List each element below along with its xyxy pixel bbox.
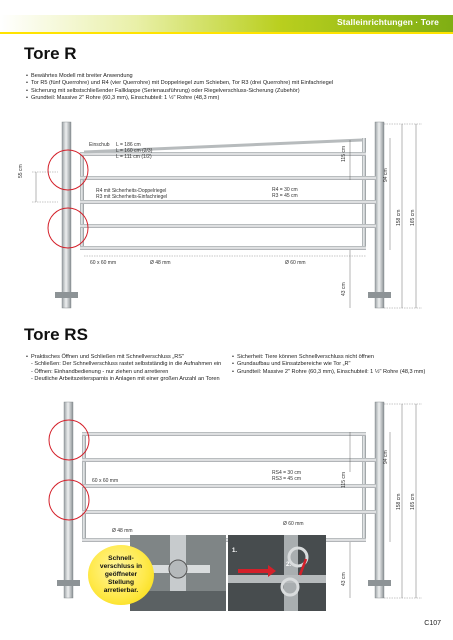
step-2-label: 2.: [286, 562, 292, 568]
bullet-item: •Grundteil: Massive 2" Rohre (60,3 mm), …: [26, 94, 220, 101]
dim-158: 158 cm: [396, 209, 402, 226]
bullet-item: •Sicherheit: Tiere können Schnellverschl…: [232, 354, 375, 360]
latch-photo-steps: [228, 535, 326, 611]
r-heights: R4 = 30 cm R3 = 45 cm: [272, 187, 298, 199]
pipe-60-label: Ø 60 mm: [285, 260, 306, 266]
page-number: C107: [424, 620, 441, 627]
dim-115: 115 cm: [341, 145, 347, 162]
step-1-label: 1.: [232, 548, 238, 554]
rs-dim-115: 115 cm: [341, 471, 347, 488]
tore-rs-drawing: [22, 400, 442, 605]
rs-heights: RS4 = 30 cm RS3 = 45 cm: [272, 470, 302, 482]
bullet-subitem: - Öffnen: Einhandbedienung - nur ziehen …: [31, 368, 169, 375]
tore-rs-bullets-right: •Sicherheit: Tiere können Schnellverschl…: [232, 354, 425, 376]
header-accent-line: [0, 32, 453, 34]
einschub-label: Einschub: [89, 142, 110, 148]
bullet-item: •Tor R5 (fünf Querrohre) und R4 (vier Qu…: [26, 80, 334, 87]
schnellverschluss-callout: Schnell-verschluss in geöffneter Stellun…: [88, 545, 154, 605]
rs-dim-94: 94 cm: [383, 450, 389, 464]
bullet-item: •Grundaufbau und Einsatzbereiche wie Tor…: [232, 361, 351, 368]
bullet-item: •Sicherung mit selbstschließender Fallkl…: [26, 87, 300, 94]
bullet-item: •Bewährtes Modell mit breiter Anwendung: [26, 73, 133, 79]
rs-dim-43: 43 cm: [341, 572, 347, 586]
rs-pipe-60-label: Ø 60 mm: [283, 521, 304, 527]
rs-dim-158: 158 cm: [396, 493, 402, 510]
header-bar: [0, 15, 453, 32]
tore-r-bullets: •Bewährtes Modell mit breiter Anwendung …: [26, 73, 333, 102]
latch-photo-closeup: [130, 535, 226, 611]
pipe-60x60-label: 60 x 60 mm: [90, 260, 117, 266]
tore-rs-title: Tore RS: [24, 325, 88, 344]
dim-left-55: 55 cm: [18, 164, 24, 178]
bullet-item: •Praktisches Öffnen und Schließen mit Sc…: [26, 354, 184, 360]
bullet-item: •Grundteil: Massive 2" Rohre (60,3 mm), …: [232, 368, 426, 375]
bullet-subitem: - Schließen: Der Schnellverschluss raste…: [31, 361, 222, 368]
rs-pipe-60x60-label: 60 x 60 mm: [92, 478, 119, 484]
rs-pipe-48-label: Ø 48 mm: [112, 528, 133, 534]
tore-r-title: Tore R: [24, 44, 77, 63]
section-label: Stalleinrichtungen · Tore: [337, 17, 439, 27]
rs-dim-165: 165 cm: [410, 493, 416, 510]
pipe-48-label: Ø 48 mm: [150, 260, 171, 266]
einschub-values: L = 186 cm L = 160 cm (2/3) L = 111 cm (…: [116, 142, 153, 160]
tore-r-drawing: [22, 120, 442, 320]
riegel-lines: R4 mit Sicherheits-Doppelriegel R3 mit S…: [96, 188, 168, 200]
bullet-subitem: - Deutliche Arbeitszeitersparnis in Anla…: [31, 375, 220, 382]
dim-43: 43 cm: [341, 282, 347, 296]
dim-94: 94 cm: [383, 168, 389, 182]
tore-rs-bullets-left: •Praktisches Öffnen und Schließen mit Sc…: [26, 354, 221, 383]
dim-165: 165 cm: [410, 209, 416, 226]
